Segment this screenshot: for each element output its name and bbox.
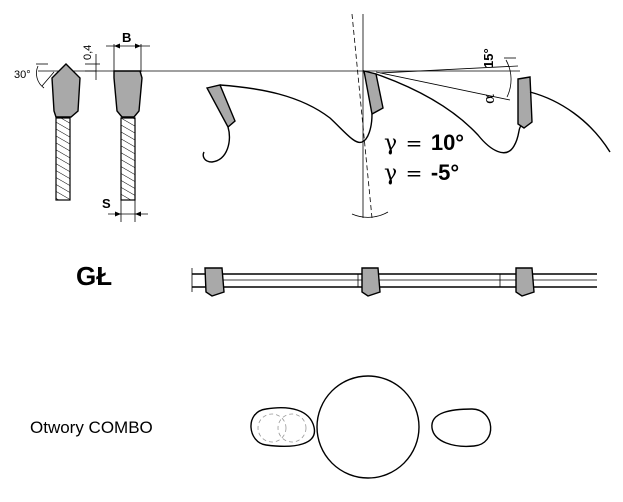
gamma2-value: -5° bbox=[431, 160, 459, 185]
bevel-tooth bbox=[51, 63, 81, 118]
tooth-type-label: GŁ bbox=[76, 261, 112, 291]
blade-side-view: 15° α γ = 10° γ = -5° bbox=[202, 13, 611, 219]
clearance-angle-label: 15° bbox=[481, 48, 496, 68]
gamma-negative-label: γ = -5° bbox=[384, 160, 459, 186]
tooth-profile-section: 30° 0,4 B S bbox=[14, 30, 520, 222]
combo-holes-section: Otwory COMBO bbox=[30, 375, 492, 479]
combo-hole-dashed-circle-2 bbox=[277, 413, 307, 443]
alpha-label: α bbox=[480, 94, 498, 104]
gamma2-eq: = bbox=[406, 161, 423, 185]
blade-edge-2 bbox=[375, 73, 522, 154]
blade-body-hatch-left bbox=[55, 117, 71, 201]
b-arrow-left bbox=[114, 43, 120, 49]
clearance-line bbox=[375, 71, 511, 101]
side-tooth-3 bbox=[517, 76, 533, 129]
arbor-hole bbox=[316, 375, 420, 479]
rake-angle-arc bbox=[351, 211, 389, 218]
bevel-angle-leader bbox=[41, 71, 55, 87]
s-arrow-left bbox=[115, 211, 121, 217]
width-b-label: B bbox=[122, 30, 131, 45]
blade-edge-1 bbox=[219, 84, 363, 144]
s-arrow-right bbox=[135, 211, 141, 217]
gamma1-eq: = bbox=[406, 131, 423, 155]
gullet-1 bbox=[202, 126, 231, 163]
combo-holes-label: Otwory COMBO bbox=[30, 418, 153, 437]
b-arrow-right bbox=[135, 43, 141, 49]
side-tooth-1 bbox=[205, 84, 236, 129]
gamma2-symbol: γ bbox=[384, 161, 397, 186]
combo-hole-dashed-circle-1 bbox=[257, 413, 287, 443]
rake-angle-line bbox=[351, 13, 373, 219]
clearance-angle-arc bbox=[505, 59, 512, 98]
flat-tooth bbox=[113, 70, 143, 118]
gullet-center-left bbox=[361, 113, 373, 143]
blade-edge-3 bbox=[529, 91, 611, 153]
top-tooth-3 bbox=[515, 267, 535, 297]
gamma1-value: 10° bbox=[431, 130, 464, 155]
width-s-label: S bbox=[102, 196, 111, 211]
top-tooth-2 bbox=[361, 267, 381, 297]
combo-hole-left bbox=[250, 407, 316, 448]
tooth-flat-profile bbox=[113, 70, 143, 201]
blade-body-hatch-right bbox=[120, 117, 136, 201]
gamma1-symbol: γ bbox=[384, 131, 397, 156]
side-tooth-center bbox=[363, 70, 384, 116]
clearance-line-2 bbox=[379, 65, 519, 74]
gamma-positive-label: γ = 10° bbox=[384, 130, 464, 156]
bevel-angle-label: 30° bbox=[14, 69, 31, 81]
chamfer-label: 0,4 bbox=[82, 45, 94, 60]
tooth-type-section: GŁ bbox=[76, 261, 597, 297]
tooth-bevel-profile bbox=[51, 63, 81, 201]
top-tooth-1 bbox=[204, 267, 225, 297]
combo-hole-right bbox=[431, 408, 492, 448]
bevel-angle-arc bbox=[36, 65, 45, 89]
